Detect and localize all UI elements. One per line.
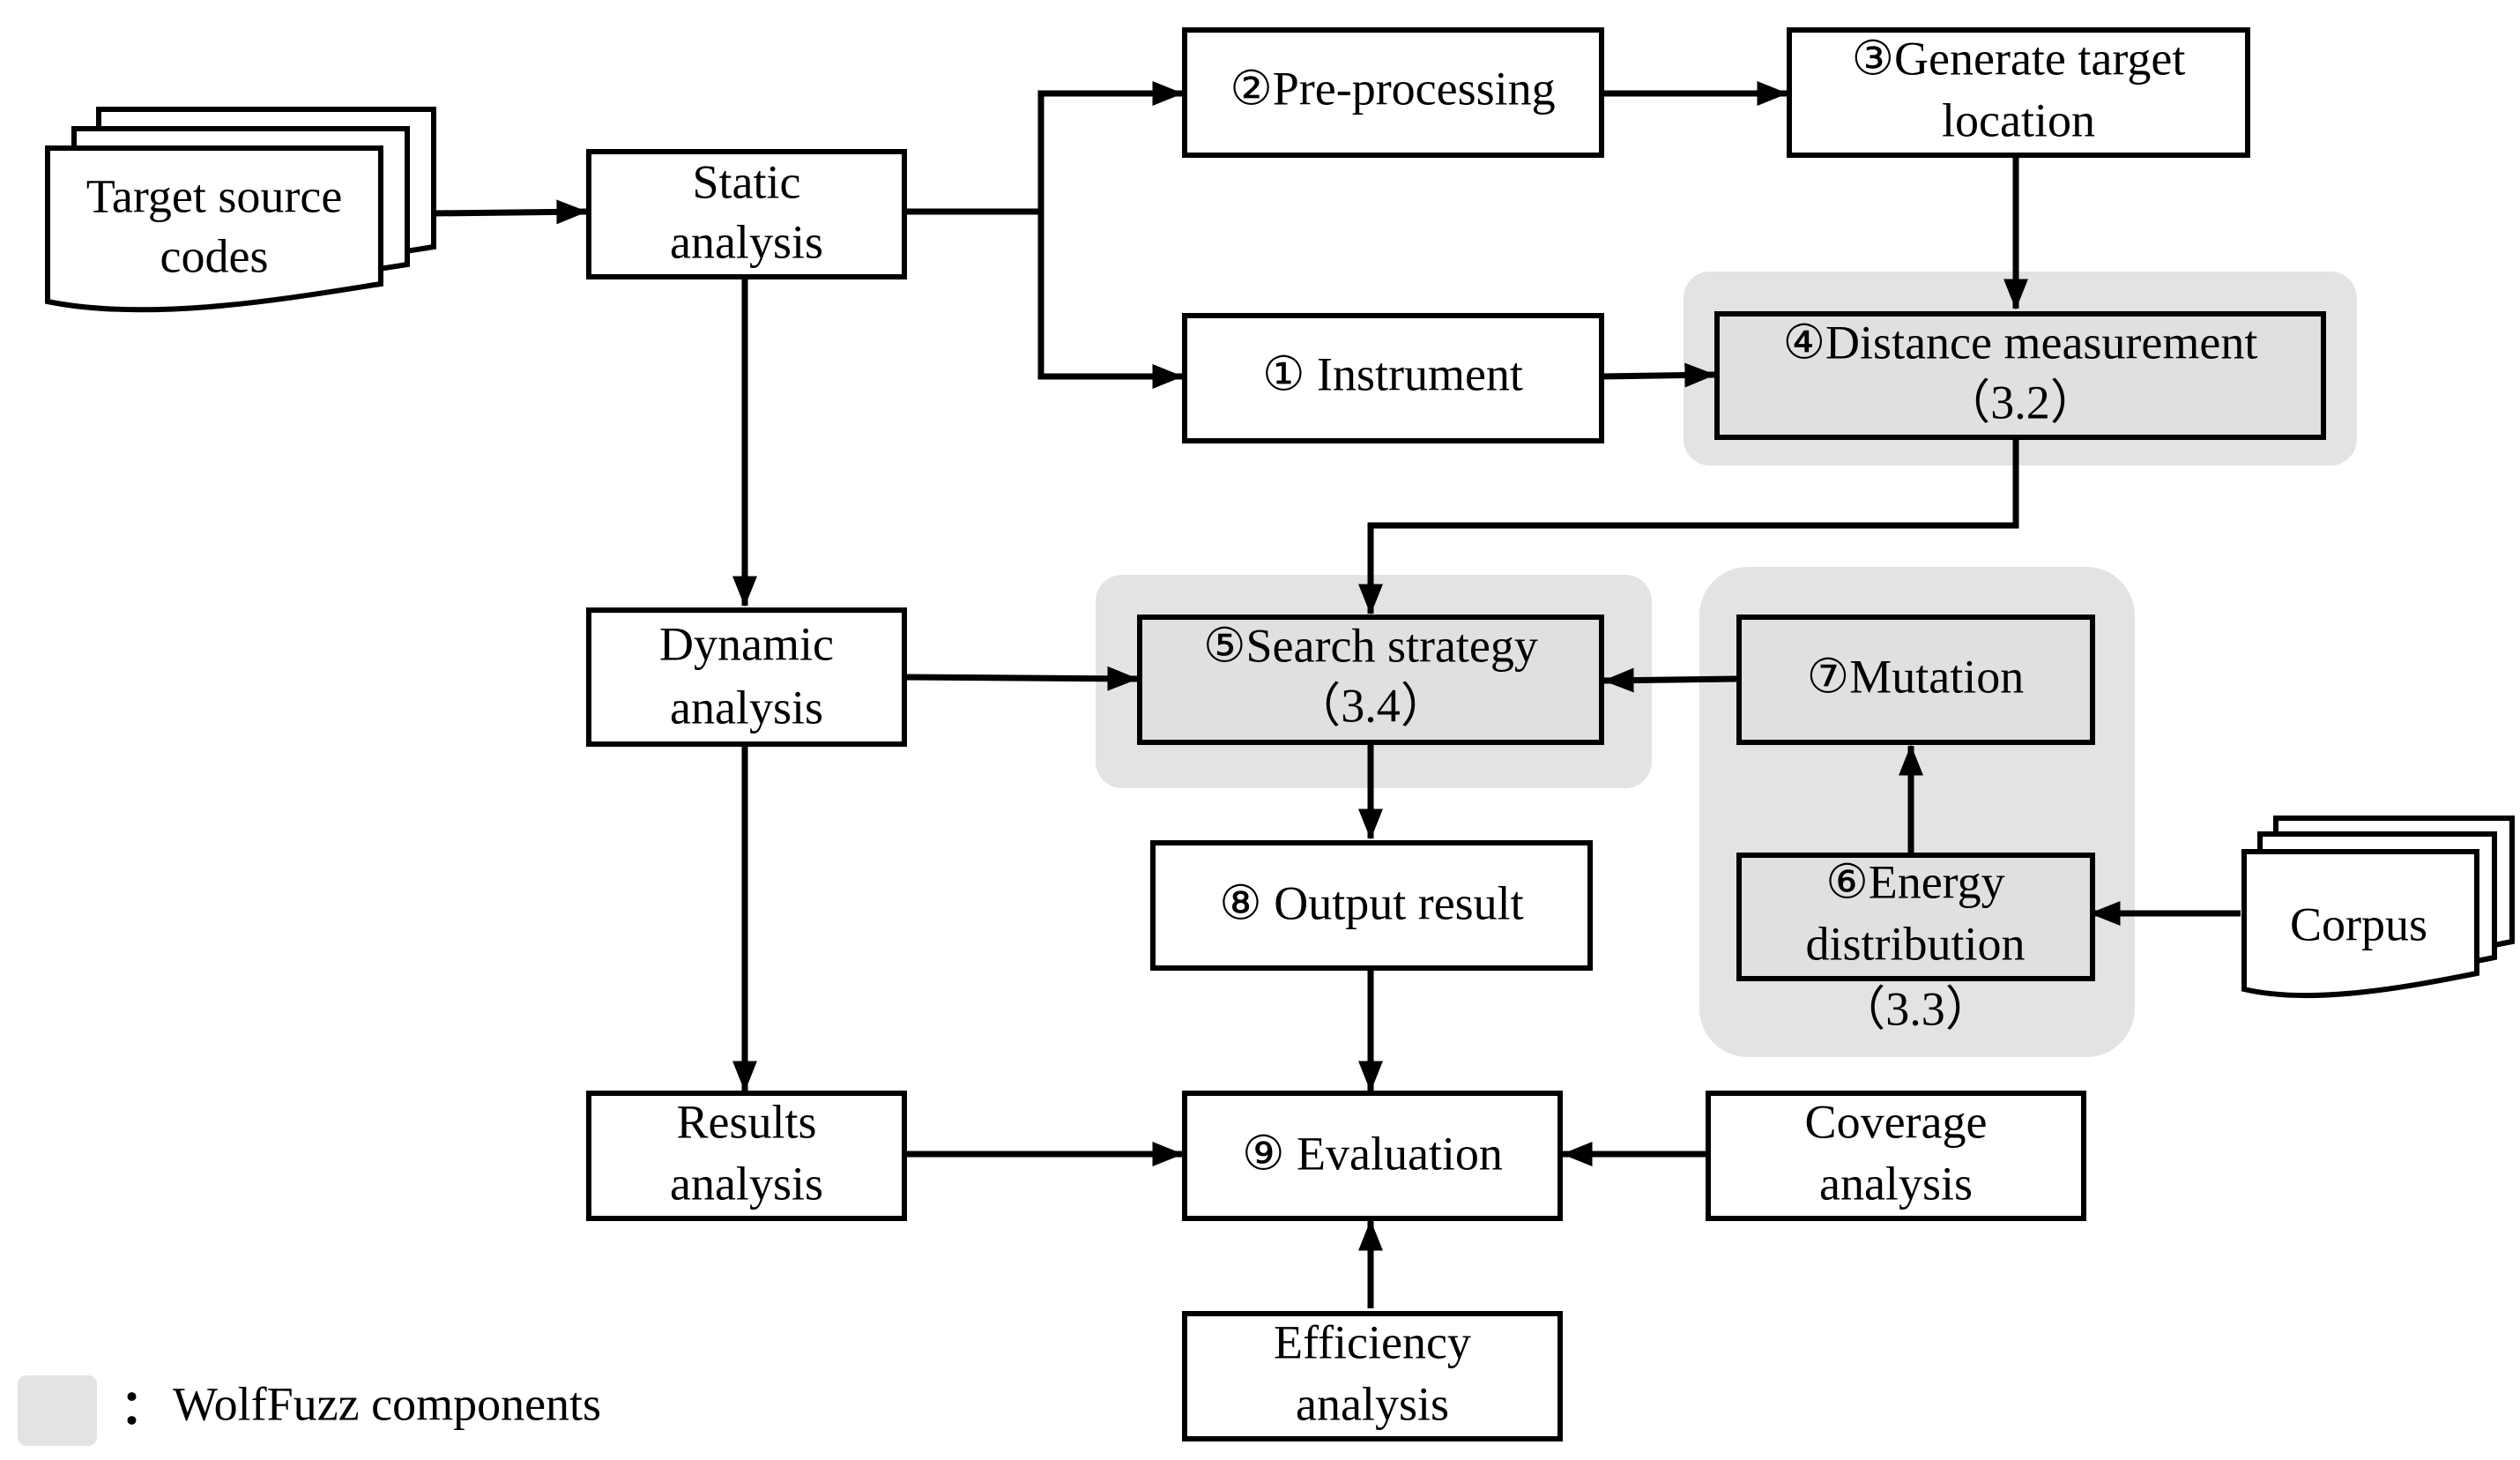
- generate-target-location-node: ③Generate target location: [1787, 27, 2250, 158]
- distance-measurement-line2: （3.2）: [1943, 376, 2098, 428]
- preprocessing-label: ②Pre-processing: [1230, 62, 1555, 115]
- output-result-node: ⑧ Output result: [1150, 840, 1593, 971]
- arrow-instrument-to-distance: [1601, 362, 1716, 388]
- efficiency-analysis-node: Efficiency analysis: [1182, 1311, 1563, 1441]
- static-analysis-line1: Static: [693, 155, 801, 208]
- efficiency-analysis-line2: analysis: [1296, 1377, 1449, 1430]
- energy-section-label: （3.3）: [1838, 982, 1993, 1035]
- corpus-label: Corpus: [2290, 898, 2427, 950]
- arrow-distance-to-search: [1358, 438, 2019, 615]
- arrow-static-to-instrument: [1037, 212, 1184, 389]
- target-source-codes-node: Target source codes: [45, 107, 436, 313]
- mutation-label: ⑦Mutation: [1807, 650, 2024, 703]
- static-analysis-node: Static analysis: [586, 149, 907, 279]
- energy-distribution-line2: distribution: [1805, 917, 2025, 970]
- energy-distribution-line1: ⑥Energy: [1825, 855, 2004, 908]
- legend-swatch: [18, 1375, 97, 1446]
- evaluation-node: ⑨ Evaluation: [1182, 1091, 1563, 1221]
- arrow-static-to-preprocessing: [904, 81, 1184, 215]
- arrow-source-to-static: [433, 199, 588, 225]
- target-source-codes-line2: codes: [160, 229, 269, 282]
- connectors: [433, 81, 2241, 1308]
- dynamic-analysis-line2: analysis: [670, 681, 823, 734]
- preprocessing-node: ②Pre-processing: [1182, 27, 1604, 158]
- generate-target-line1: ③Generate target: [1852, 32, 2186, 85]
- distance-measurement-line1: ④Distance measurement: [1783, 316, 2258, 369]
- generate-target-line2: location: [1942, 93, 2095, 146]
- results-analysis-node: Results analysis: [586, 1091, 907, 1221]
- energy-distribution-node: ⑥Energy distribution: [1736, 853, 2095, 981]
- coverage-analysis-line2: analysis: [1819, 1157, 1973, 1210]
- coverage-analysis-line1: Coverage: [1805, 1095, 1988, 1148]
- legend-label: WolfFuzz components: [173, 1377, 601, 1430]
- search-strategy-node: ⑤Search strategy （3.4）: [1137, 615, 1604, 745]
- instrument-label: ① Instrument: [1262, 347, 1523, 400]
- results-analysis-line1: Results: [676, 1095, 816, 1148]
- distance-measurement-node: ④Distance measurement （3.2）: [1714, 311, 2326, 440]
- arrow-mutation-to-search: [1602, 667, 1737, 693]
- coverage-analysis-node: Coverage analysis: [1706, 1091, 2086, 1221]
- corpus-node: Corpus: [2241, 816, 2515, 999]
- efficiency-analysis-line1: Efficiency: [1274, 1315, 1471, 1368]
- mutation-node: ⑦Mutation: [1736, 615, 2095, 745]
- dynamic-analysis-node: Dynamic analysis: [586, 607, 907, 747]
- instrument-node: ① Instrument: [1182, 313, 1604, 443]
- static-analysis-line2: analysis: [670, 215, 823, 268]
- search-strategy-line2: （3.4）: [1293, 679, 1448, 732]
- arrow-dynamic-to-search: [903, 666, 1139, 691]
- corpus-stack-front: [2241, 849, 2479, 999]
- document-stack-front: [45, 145, 383, 313]
- target-source-codes-line1: Target source: [86, 169, 343, 222]
- legend: ： WolfFuzz components: [18, 1375, 601, 1446]
- evaluation-label: ⑨ Evaluation: [1242, 1127, 1503, 1180]
- dynamic-analysis-line1: Dynamic: [659, 617, 834, 670]
- results-analysis-line2: analysis: [670, 1157, 823, 1210]
- legend-separator: ：: [120, 1381, 167, 1434]
- output-result-label: ⑧ Output result: [1219, 876, 1523, 929]
- search-strategy-line1: ⑤Search strategy: [1203, 619, 1538, 672]
